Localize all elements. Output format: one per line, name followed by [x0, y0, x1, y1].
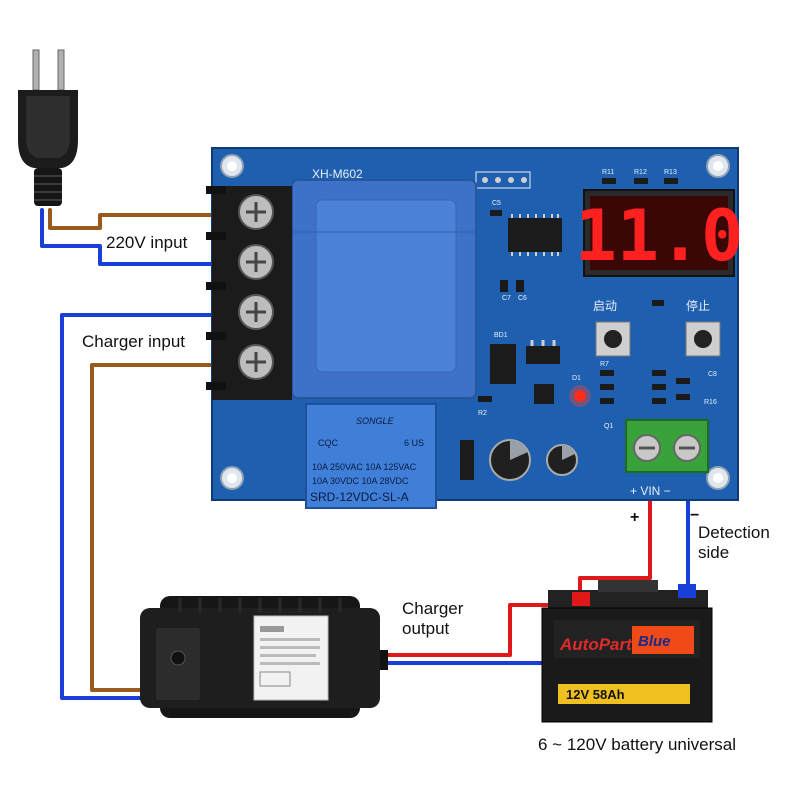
silk-r13: R13 [664, 169, 677, 176]
display-readout: 11.0 [575, 195, 744, 277]
terminal-screw-2[interactable] [238, 244, 274, 280]
relay-model: SRD-12VDC-SL-A [310, 490, 409, 504]
status-led [569, 385, 591, 407]
label-charger-output-2: output [402, 619, 450, 638]
silk-r16: R16 [704, 399, 717, 406]
start-button-group: 启动 [593, 299, 631, 357]
label-charger-input: Charger input [82, 332, 185, 351]
board-model-label: XH-M602 [312, 167, 363, 181]
relay-cert: CQC [318, 438, 339, 448]
transformer [291, 179, 477, 399]
screw-terminal-block [206, 186, 292, 400]
relay-rating-1: 10A 250VAC 10A 125VAC [312, 462, 417, 472]
silk-r12: R12 [634, 169, 647, 176]
wire-charger-in-brown [90, 363, 247, 692]
mounting-holes [220, 154, 730, 490]
annotation-labels: 220V input Charger input Charger output … [82, 233, 770, 754]
battery-terminal-positive[interactable] [572, 592, 590, 606]
label-battery-range: 6 ~ 120V battery universal [538, 735, 736, 754]
silk-r2: R2 [478, 410, 487, 417]
silk-bd1: BD1 [494, 332, 508, 339]
label-minus: − [690, 507, 699, 524]
terminal-screw-3[interactable] [238, 294, 274, 330]
wire-ac-blue [40, 208, 247, 266]
label-detection-1: Detection [698, 523, 770, 542]
battery-terminal-negative[interactable] [678, 584, 696, 598]
ic-chip [508, 214, 562, 256]
smd-components [478, 178, 690, 404]
wire-ac-brown [48, 208, 247, 230]
capacitors [460, 439, 578, 481]
silk-c7: C7 [502, 295, 511, 302]
silk-r11: R11 [602, 169, 614, 176]
relay-ul: 6 US [404, 438, 424, 448]
label-plus: + [630, 509, 639, 526]
relay-rating-2: 10A 30VDC 10A 28VDC [312, 476, 409, 486]
pin-header [475, 171, 531, 189]
power-plug [18, 49, 78, 206]
silk-q1: Q1 [604, 423, 613, 430]
stop-button-group: 停止 [685, 298, 721, 357]
battery-spec: 12V 58Ah [566, 687, 625, 702]
battery-brand-2: Blue [638, 633, 671, 650]
label-220v-input: 220V input [106, 233, 188, 252]
vin-label: + VIN − [630, 484, 671, 498]
wire-charger-in-blue [60, 313, 247, 700]
wire-charger-out-red [383, 603, 582, 657]
seven-segment-display: 11.0 [575, 189, 744, 277]
stop-button-label: 停止 [686, 298, 710, 313]
battery: AutoPart Blue 12V 58Ah [541, 580, 713, 723]
battery-brand: AutoPart [559, 635, 633, 654]
silk-c8: C8 [708, 371, 717, 378]
relay: SONGLE CQC 6 US 10A 250VAC 10A 125VAC 10… [305, 403, 437, 509]
vin-terminal-block: + VIN − [625, 419, 709, 498]
rectifier [490, 340, 560, 404]
label-detection-2: side [698, 543, 729, 562]
silk-c6: C6 [518, 295, 527, 302]
start-button-label: 启动 [593, 299, 617, 313]
charger-unit [140, 596, 388, 718]
terminal-screw-1[interactable] [238, 194, 274, 230]
terminal-screw-4[interactable] [238, 344, 274, 380]
relay-brand: SONGLE [356, 416, 395, 426]
label-charger-output-1: Charger [402, 599, 464, 618]
silk-r7: R7 [600, 361, 609, 368]
silk-c5: C5 [492, 200, 501, 207]
silk-d1: D1 [572, 375, 581, 382]
pcb-board: XH-M602 R11 R12 R13 C5 C7 C6 BD1 R2 D1 C… [206, 147, 744, 509]
